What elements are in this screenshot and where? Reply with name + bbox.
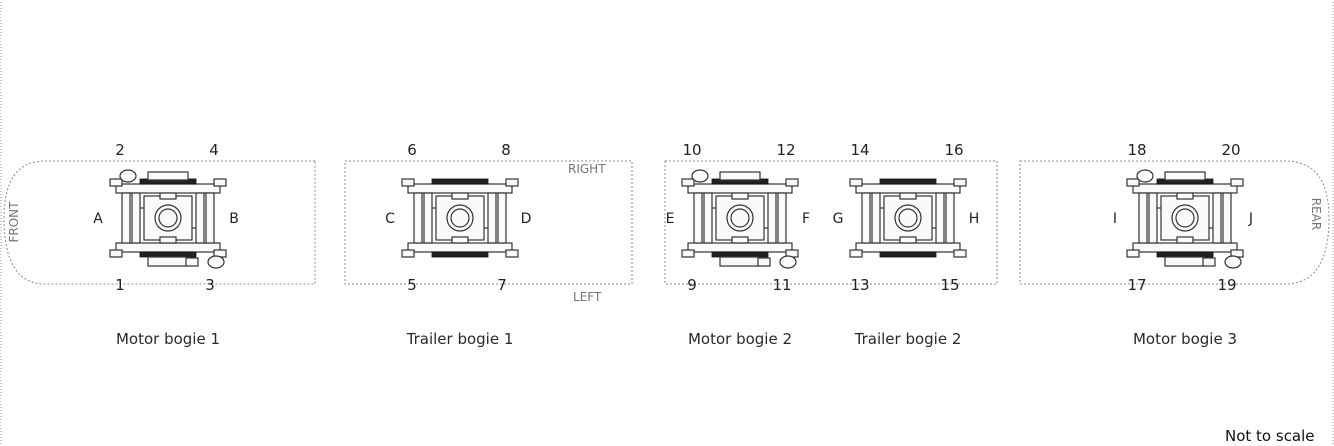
wheel-number-label: 15 [940, 276, 959, 294]
left-side-label: LEFT [573, 290, 602, 304]
wheel-number-label: 1 [115, 276, 125, 294]
bogie-5 [1126, 169, 1244, 269]
bogie-body [401, 178, 519, 258]
axle-letter-label: H [969, 211, 980, 227]
axle-letter-label: G [833, 211, 844, 227]
axle-letter-label: B [229, 211, 239, 227]
bogie-body [109, 178, 227, 258]
wheel-number-label: 16 [944, 141, 963, 159]
car-outline-middle [664, 160, 998, 285]
axle-letter-label: I [1113, 211, 1117, 227]
bogie-3 [681, 169, 799, 269]
axle-letter-label: E [666, 211, 675, 227]
scale-note: Not to scale [1225, 427, 1315, 445]
axle-letter-label: J [1248, 211, 1253, 227]
axle-letter-label: C [385, 211, 395, 227]
bogie-4 [849, 178, 967, 258]
bogie-1 [109, 169, 227, 269]
car-outline-rear [1019, 160, 1330, 285]
wheel-number-label: 12 [776, 141, 795, 159]
wheel-number-label: 2 [115, 141, 125, 159]
wheel-number-label: 19 [1217, 276, 1236, 294]
wheel-number-label: 6 [407, 141, 417, 159]
wheel-number-label: 5 [407, 276, 417, 294]
wheel-number-label: 13 [850, 276, 869, 294]
car-outline-trailer-1 [344, 160, 633, 285]
axle-letter-label: A [93, 211, 103, 227]
wheel-number-label: 9 [687, 276, 697, 294]
bogie-label: Motor bogie 1 [116, 330, 220, 348]
wheel-number-label: 17 [1127, 276, 1146, 294]
wheel-number-label: 11 [772, 276, 791, 294]
bogie-label: Motor bogie 2 [688, 330, 792, 348]
car-outline-front [3, 160, 316, 285]
bogie-2 [401, 178, 519, 258]
wheel-number-label: 3 [205, 276, 215, 294]
wheel-number-label: 10 [682, 141, 701, 159]
rear-end-label: REAR [1309, 198, 1323, 230]
bogie-label: Trailer bogie 1 [406, 330, 514, 348]
wheel-number-label: 14 [850, 141, 869, 159]
bogie-body [849, 178, 967, 258]
right-side-label: RIGHT [568, 162, 606, 176]
bogie-label: Trailer bogie 2 [854, 330, 962, 348]
wheel-number-label: 4 [209, 141, 219, 159]
axle-letter-label: F [802, 211, 810, 227]
wheel-number-label: 20 [1221, 141, 1240, 159]
axle-letter-label: D [521, 211, 532, 227]
wheel-number-label: 18 [1127, 141, 1146, 159]
front-end-label: FRONT [7, 201, 21, 243]
bogie-label: Motor bogie 3 [1133, 330, 1237, 348]
bogie-body [681, 178, 799, 258]
wheel-number-label: 8 [501, 141, 511, 159]
bogie-body [1126, 178, 1244, 258]
wheel-number-label: 7 [497, 276, 507, 294]
